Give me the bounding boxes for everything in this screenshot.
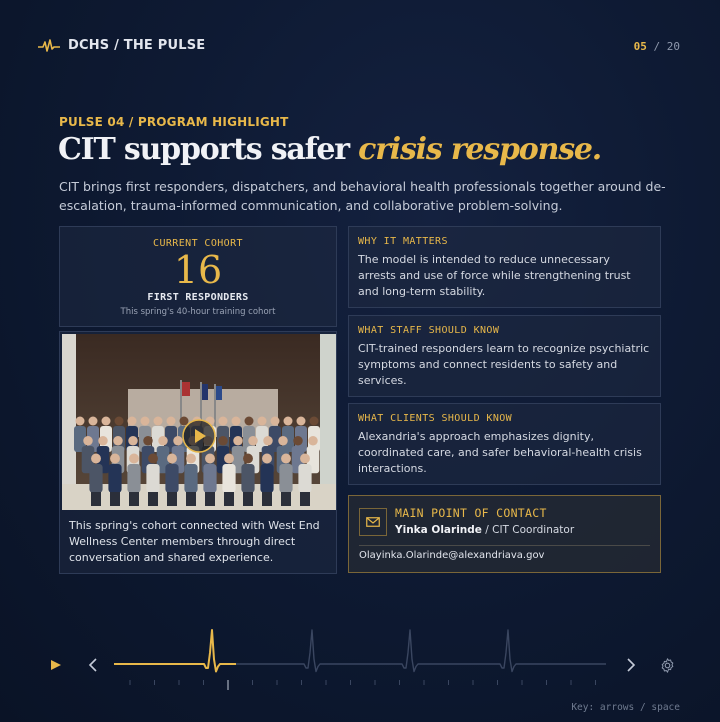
contact-divider <box>359 545 650 546</box>
chevron-left-icon[interactable] <box>86 657 100 673</box>
slide-lede: CIT brings first responders, dispatchers… <box>59 179 666 213</box>
contact-email-link[interactable]: Olayinka.Olarinde@alexandriava.gov <box>359 550 545 561</box>
headline-plain: CIT supports safer <box>58 132 359 167</box>
info-card-title: WHAT STAFF SHOULD KNOW <box>358 325 500 336</box>
play-button-icon[interactable] <box>182 419 216 453</box>
info-card-body: CIT-trained responders learn to recogniz… <box>358 342 650 387</box>
stat-label: CURRENT COHORT <box>153 238 243 249</box>
cohort-stat-card: CURRENT COHORT 16 FIRST RESPONDERS This … <box>59 226 337 327</box>
page-current: 05 <box>633 40 647 53</box>
brand: DCHS / THE PULSE <box>38 38 205 53</box>
slide-headline: CIT supports safer crisis response. <box>58 132 602 167</box>
contact-separator: / <box>481 524 493 536</box>
pulse-progress-track[interactable] <box>112 620 612 692</box>
contact-name: Yinka Olarinde <box>395 524 482 536</box>
gear-icon[interactable] <box>659 657 676 674</box>
info-card-title: WHAT CLIENTS SHOULD KNOW <box>358 413 513 424</box>
stat-unit: FIRST RESPONDERS <box>147 292 249 303</box>
play-icon[interactable] <box>50 659 62 671</box>
contact-card: MAIN POINT OF CONTACT Yinka Olarinde / C… <box>348 495 661 573</box>
cohort-group-photo[interactable] <box>62 334 336 510</box>
contact-person: Yinka Olarinde / CIT Coordinator <box>395 524 574 536</box>
mail-icon <box>359 508 387 536</box>
page-counter: 05 / 20 <box>634 40 680 53</box>
staff-should-know-card: WHAT STAFF SHOULD KNOW CIT-trained respo… <box>348 315 661 397</box>
why-it-matters-card: WHY IT MATTERS The model is intended to … <box>348 226 661 308</box>
page-total: 20 <box>666 40 680 53</box>
cohort-photo-card: This spring's cohort connected with West… <box>59 331 337 574</box>
chevron-right-icon[interactable] <box>624 657 638 673</box>
stat-value: 16 <box>173 248 223 292</box>
slide-eyebrow: PULSE 04 / PROGRAM HIGHLIGHT <box>59 115 289 129</box>
info-card-body: Alexandria's approach emphasizes dignity… <box>358 430 642 475</box>
keyboard-hint: Key: arrows / space <box>571 702 680 713</box>
info-card-body: The model is intended to reduce unnecess… <box>358 253 631 298</box>
contact-title: MAIN POINT OF CONTACT <box>395 506 547 520</box>
info-card-title: WHY IT MATTERS <box>358 236 448 247</box>
pulse-icon <box>38 38 60 52</box>
photo-caption: This spring's cohort connected with West… <box>69 519 320 564</box>
page-separator: / <box>646 40 667 53</box>
clients-should-know-card: WHAT CLIENTS SHOULD KNOW Alexandria's ap… <box>348 403 661 485</box>
stat-subtitle: This spring's 40-hour training cohort <box>120 307 276 317</box>
brand-title: DCHS / THE PULSE <box>68 38 206 53</box>
contact-role: CIT Coordinator <box>492 524 575 536</box>
slide-timeline <box>0 620 720 700</box>
headline-accent: crisis response. <box>358 132 602 167</box>
